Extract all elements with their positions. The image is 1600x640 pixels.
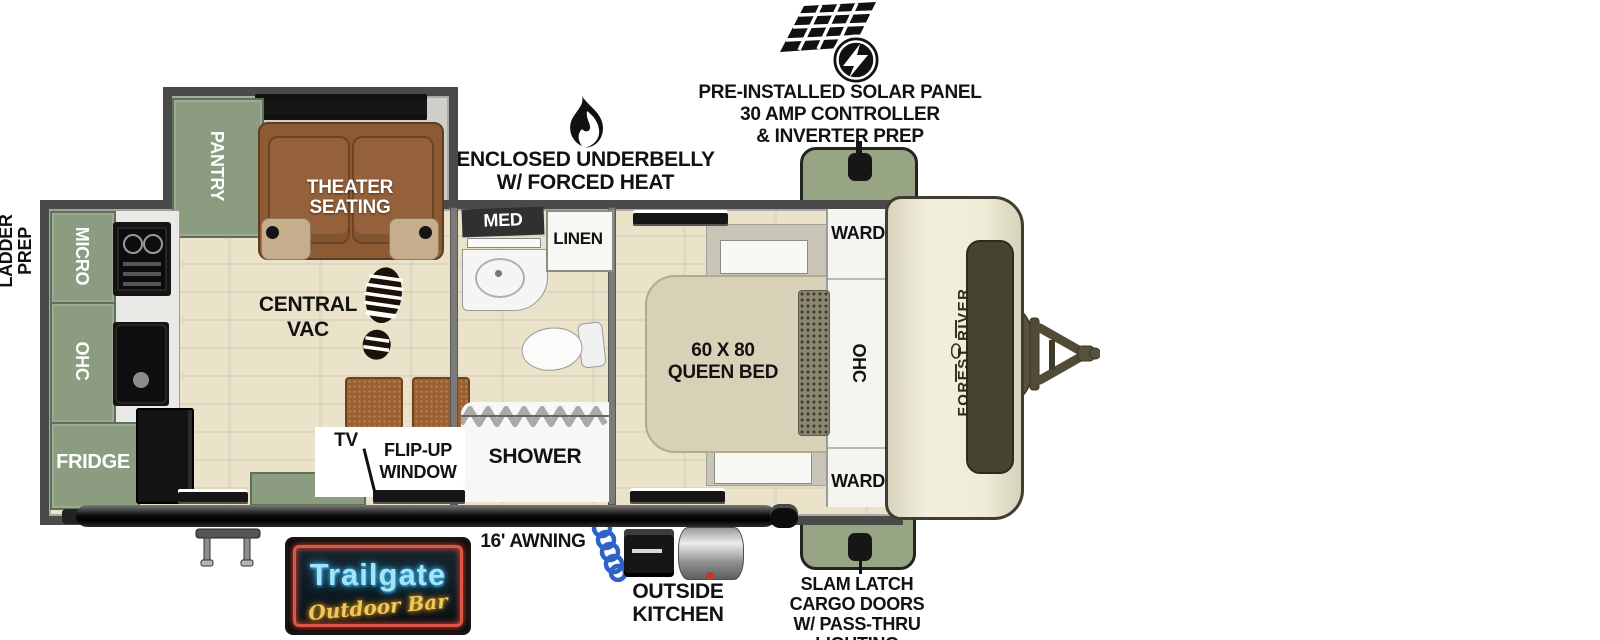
nightstand-bottom — [714, 452, 812, 484]
cupholder-right — [419, 226, 432, 239]
solar-callout-line1: PRE-INSTALLED SOLAR PANEL — [698, 82, 982, 103]
shower-label: SHOWER — [488, 445, 582, 468]
ladder-prep-callout: LADDER PREP — [0, 203, 39, 299]
cargo-line2: CARGO DOORS — [789, 594, 925, 615]
central-vac-line1: CENTRAL — [258, 293, 358, 316]
griddle-knob — [706, 572, 714, 580]
slideout-window — [255, 94, 427, 120]
awning-end-right — [770, 504, 798, 528]
sofa-armrest-right — [389, 218, 439, 260]
underbelly-callout-line2: W/ FORCED HEAT — [496, 170, 675, 194]
ladder-prep-line1: LADDER — [0, 214, 16, 288]
ward-top-label: WARD — [831, 223, 885, 243]
nightstand-top — [720, 240, 808, 274]
theater-seating-label: THEATER SEATING — [292, 178, 408, 218]
cargo-pointer-line — [859, 561, 862, 574]
cargo-line3: W/ PASS-THRU — [793, 614, 921, 635]
tv-flipup-card — [315, 427, 465, 497]
flame-icon — [560, 95, 606, 151]
front-cap-window — [966, 240, 1014, 474]
bedroom-window-top — [633, 210, 728, 226]
window — [178, 489, 248, 504]
solar-callout-line3: & INVERTER PREP — [756, 125, 924, 147]
fridge-label: FRIDGE — [56, 451, 130, 473]
boot-print-icon — [350, 263, 413, 365]
sofa-armrest-left — [261, 218, 311, 260]
outside-kitchen-line2: KITCHEN — [632, 603, 724, 627]
wall-living-bath — [450, 207, 458, 505]
wardrobe-column — [826, 209, 892, 507]
flip-up-line2: WINDOW — [379, 461, 457, 482]
entry-steps-icon — [195, 527, 263, 569]
shower-curtain — [461, 406, 609, 427]
stove-icon — [113, 222, 171, 296]
kitchen-sink-icon — [113, 322, 169, 406]
awning-bar — [76, 505, 776, 527]
flip-up-line1: FLIP-UP — [384, 440, 452, 460]
linen-label: LINEN — [553, 229, 603, 248]
flip-up-window — [373, 487, 465, 504]
flip-up-window-label: FLIP-UP WINDOW — [372, 440, 464, 483]
wardrobe-divider — [828, 447, 892, 449]
kitchen-ohc-label: OHC — [72, 341, 92, 381]
cargo-line1: SLAM LATCH — [800, 574, 914, 594]
micro-label: MICRO — [72, 226, 92, 286]
forest-river-emblem — [951, 320, 961, 382]
trailgate-logo: Trailgate Outdoor Bar — [285, 537, 471, 635]
solar-callout-line2: 30 AMP CONTROLLER — [740, 103, 940, 125]
bedroom-window-bottom — [630, 488, 725, 504]
wardrobe-divider — [828, 278, 892, 280]
trailgate-logo-inner: Trailgate Outdoor Bar — [293, 545, 463, 627]
pantry-label: PANTRY — [207, 130, 227, 202]
outdoor-grill-icon — [624, 529, 674, 577]
bath-sink — [462, 249, 548, 311]
cargo-latch-bottom — [848, 533, 872, 561]
central-vac-label: CENTRAL VAC — [252, 292, 364, 342]
trailgate-logo-title: Trailgate — [309, 557, 447, 592]
outside-kitchen-callout: OUTSIDE KITCHEN — [608, 580, 748, 626]
micro-cabinet — [50, 211, 116, 304]
cargo-line4: LIGHTING — [782, 634, 932, 640]
linen-closet — [546, 210, 614, 272]
theater-line2: SEATING — [309, 196, 391, 218]
coil-hose-icon — [588, 518, 636, 582]
ottoman-left — [345, 377, 403, 429]
cargo-latch-top — [848, 153, 872, 181]
bed-line2: QUEEN BED — [667, 361, 779, 383]
toilet-icon — [516, 317, 611, 378]
awning-label: 16' AWNING — [480, 531, 586, 552]
cupholder-left — [266, 226, 279, 239]
forest-river-brand: FOREST RIVER — [955, 287, 972, 417]
cargo-callout: SLAM LATCH CARGO DOORS W/ PASS-THRU LIGH… — [782, 574, 932, 640]
outdoor-griddle-icon — [678, 527, 744, 580]
ward-bottom-label: WARD — [831, 471, 885, 491]
central-vac-line2: VAC — [287, 318, 329, 342]
solar-callout: PRE-INSTALLED SOLAR PANEL 30 AMP CONTROL… — [690, 82, 990, 148]
wall-bath-bedroom — [608, 207, 616, 505]
bath-sink-basin — [475, 258, 525, 298]
solar-panel-icon — [772, 0, 884, 86]
bed-headboard — [798, 290, 830, 436]
outside-kitchen-line1: OUTSIDE — [632, 580, 724, 603]
tv-label: TV — [334, 430, 358, 451]
underbelly-callout: ENCLOSED UNDERBELLY W/ FORCED HEAT — [448, 148, 723, 194]
bed-ohc-label: OHC — [849, 343, 869, 383]
underbelly-callout-line1: ENCLOSED UNDERBELLY — [456, 148, 715, 171]
fridge-icon — [136, 408, 194, 504]
shower-stall: SHOWER — [461, 402, 609, 502]
grill-handle — [632, 549, 662, 553]
theater-line1: THEATER — [306, 177, 394, 198]
bed-line1: 60 X 80 — [691, 340, 755, 361]
cargo-latch-stem-top — [856, 141, 862, 153]
med-shelf — [467, 238, 541, 248]
ladder-prep-line2: PREP — [14, 227, 35, 275]
trailgate-logo-subtitle: Outdoor Bar — [307, 588, 449, 626]
bath-faucet — [495, 270, 502, 277]
med-label: MED — [483, 209, 523, 231]
queen-bed-label: 60 X 80 QUEEN BED — [648, 340, 798, 384]
hitch-icon — [1010, 298, 1100, 410]
